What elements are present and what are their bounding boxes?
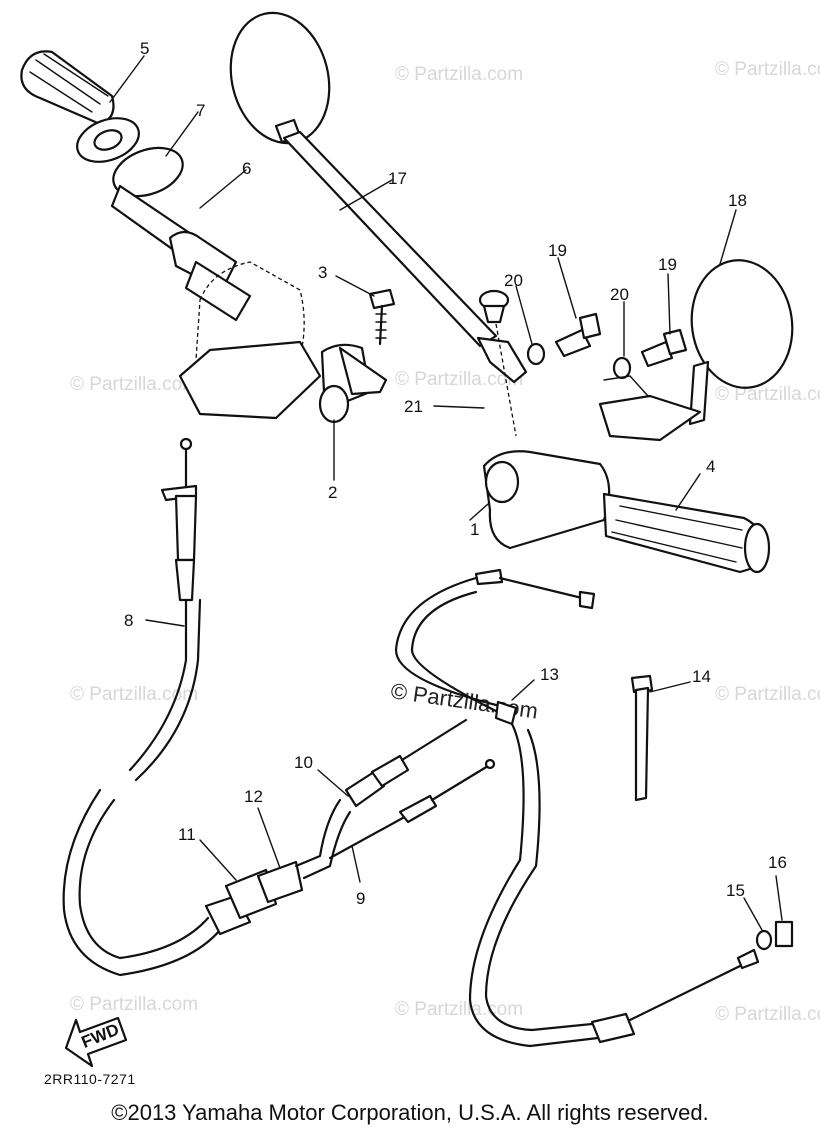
callout-19a: 19 <box>548 241 567 260</box>
watermark: © Partzilla.com <box>395 64 523 85</box>
callout-8: 8 <box>124 611 133 630</box>
cable-9 <box>328 758 496 860</box>
cable-8 <box>62 437 222 977</box>
leader-lines <box>109 55 783 931</box>
callout-7: 7 <box>196 101 205 120</box>
callout-20b: 20 <box>610 285 629 304</box>
right-grip-assembly <box>482 450 771 574</box>
callout-11: 11 <box>178 825 196 844</box>
callout-15: 15 <box>726 881 745 900</box>
cable-band-14 <box>630 674 654 802</box>
callout-17: 17 <box>388 169 407 188</box>
nut-15 <box>755 929 773 951</box>
callout-18: 18 <box>728 191 747 210</box>
screw-16 <box>774 920 794 948</box>
watermark: © Partzilla.com <box>395 369 523 390</box>
callout-3: 3 <box>318 263 327 282</box>
junction-block <box>204 860 304 936</box>
callout-6: 6 <box>242 159 251 178</box>
callout-21: 21 <box>404 397 423 416</box>
bolt-3 <box>368 288 396 346</box>
bolts-washers <box>526 312 688 380</box>
callout-13: 13 <box>540 665 559 684</box>
left-grip-assembly <box>20 50 252 322</box>
cable-10 <box>294 718 468 880</box>
callout-1: 1 <box>470 520 479 539</box>
callout-20a: 20 <box>504 271 523 290</box>
mirror-right <box>598 259 794 442</box>
callout-5: 5 <box>140 39 149 58</box>
callout-10: 10 <box>294 753 313 772</box>
watermark: © Partzilla.com <box>70 374 198 395</box>
watermark: © Partzilla.com <box>715 384 820 405</box>
watermark: © Partzilla.com <box>70 684 198 705</box>
diagram-code: 2RR110-7271 <box>44 1071 136 1087</box>
cap-21 <box>478 289 517 437</box>
callout-9: 9 <box>356 889 365 908</box>
watermark: © Partzilla.com <box>715 59 820 80</box>
watermark: © Partzilla.com <box>715 1004 820 1025</box>
fwd-arrow: FWD <box>64 1016 128 1068</box>
switch-housing <box>178 261 388 424</box>
watermark-center: © Partzilla.com <box>389 678 539 723</box>
callout-4: 4 <box>706 457 715 476</box>
callouts: 1 2 3 4 5 6 7 8 9 10 11 12 13 14 15 16 1… <box>124 39 787 908</box>
watermark: © Partzilla.com <box>70 994 198 1015</box>
callout-16: 16 <box>768 853 787 872</box>
callout-14: 14 <box>692 667 711 686</box>
callout-12: 12 <box>244 787 263 806</box>
callout-2: 2 <box>328 483 337 502</box>
copyright-footer: ©2013 Yamaha Motor Corporation, U.S.A. A… <box>111 1100 709 1125</box>
watermark: © Partzilla.com <box>395 999 523 1020</box>
watermark: © Partzilla.com <box>715 684 820 705</box>
cable-13 <box>394 568 760 1048</box>
callout-19b: 19 <box>658 255 677 274</box>
